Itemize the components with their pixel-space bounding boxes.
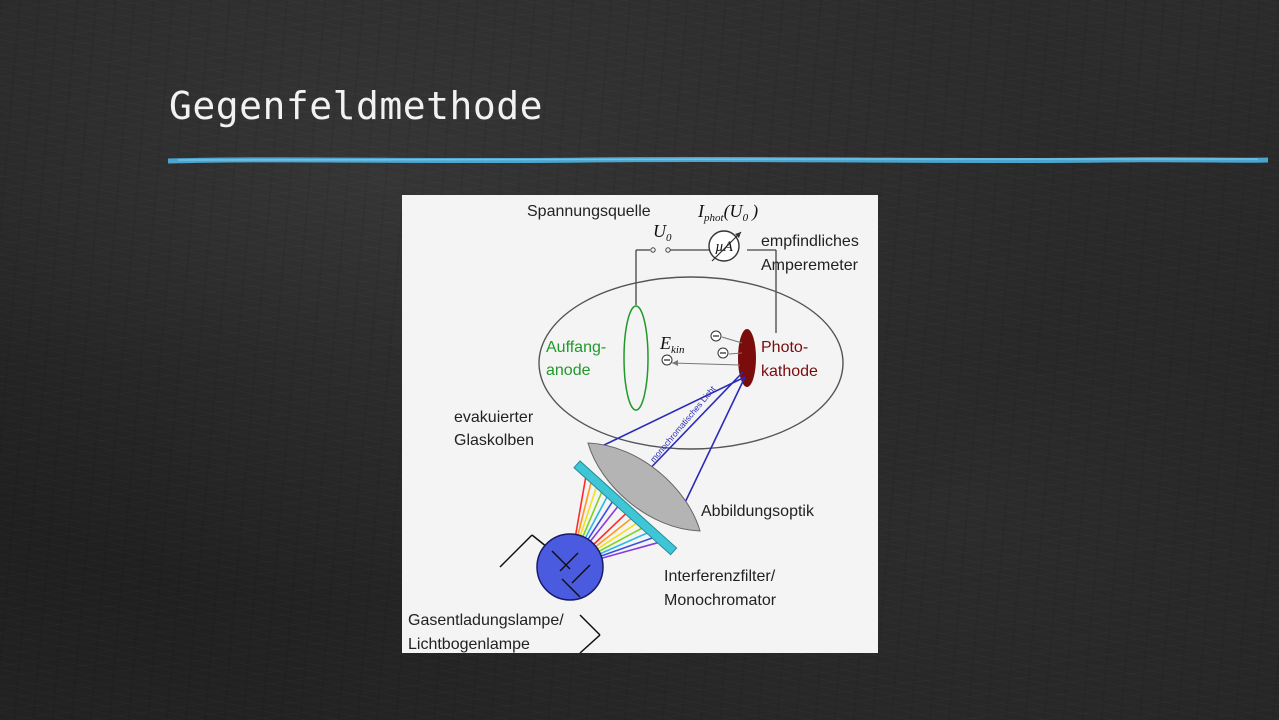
voltage-subscript: 0 — [666, 232, 672, 244]
electron-trail-2 — [728, 352, 743, 355]
electron-trail-3 — [671, 362, 741, 366]
electron-trail-1 — [721, 336, 743, 344]
current-symbol: I — [697, 201, 705, 221]
label-optics: Abbildungsoptik — [701, 503, 815, 520]
current-close: ) — [751, 201, 758, 222]
electrons — [661, 330, 743, 366]
label-lamp-line1: Gasentladungslampe/ — [408, 612, 564, 629]
lamp-electrode-4 — [571, 564, 591, 584]
label-bulb-line2: Glaskolben — [454, 432, 534, 449]
ammeter-icon — [708, 230, 740, 262]
ammeter-needle — [711, 231, 742, 262]
label-ammeter-line2: Amperemeter — [761, 257, 859, 274]
imaging-lens — [587, 442, 701, 532]
label-bulb-line1: evakuierter — [454, 409, 534, 426]
label-photocurrent: Iphot(U0) — [697, 201, 758, 224]
label-voltage-symbol: U0 — [653, 221, 672, 244]
monochromatic-beam — [599, 371, 746, 514]
label-lamp-line2: Lichtbogenlampe — [408, 636, 530, 653]
collector-anode — [623, 305, 649, 411]
title-underline — [168, 156, 1268, 164]
label-anode-line1: Auffang- — [546, 339, 606, 356]
current-arg-subscript: 0 — [743, 212, 749, 224]
gas-discharge-lamp — [499, 533, 604, 653]
label-filter-line2: Monochromator — [664, 592, 777, 609]
lamp-electrode-2 — [561, 578, 581, 598]
current-arg: (U — [724, 201, 744, 222]
vacuum-bulb — [538, 276, 844, 450]
beam-center — [639, 371, 744, 480]
switch-terminal-left — [650, 247, 656, 253]
label-kinetic-energy: Ekin — [659, 333, 685, 356]
label-filter-line1: Interferenzfilter/ — [664, 568, 776, 585]
energy-symbol: E — [659, 333, 671, 353]
lamp-bulb-icon — [536, 533, 604, 601]
lamp-electrode-1 — [551, 550, 571, 570]
beam-edge-left — [599, 376, 746, 448]
lamp-lead-right-inner — [579, 614, 601, 636]
beam-edge-right — [679, 376, 746, 514]
label-voltage-source: Spannungsquelle — [527, 203, 651, 220]
slide-title: Gegenfeldmethode — [169, 84, 544, 128]
title-underline-highlight — [177, 157, 1259, 161]
voltage-symbol: U — [653, 221, 667, 241]
energy-subscript: kin — [671, 344, 685, 356]
switch-terminal-right — [665, 247, 671, 253]
electron-arrowhead — [672, 360, 678, 366]
lamp-lead-right — [579, 634, 601, 653]
label-anode-line2: anode — [546, 362, 591, 379]
diagram-svg: µA Spannungsquelle U0 Iphot(U0) empfindl… — [402, 195, 878, 653]
ammeter-arrowhead — [735, 232, 741, 238]
label-ammeter-line1: empfindliches — [761, 233, 859, 250]
label-cathode-line1: Photo- — [761, 339, 808, 356]
photoeffect-diagram: µA Spannungsquelle U0 Iphot(U0) empfindl… — [402, 195, 878, 653]
lamp-lead-left — [499, 534, 533, 568]
interference-filter — [573, 460, 678, 556]
ammeter-symbol: µA — [715, 239, 734, 255]
label-cathode-line2: kathode — [761, 363, 818, 380]
lamp-electrode-3 — [559, 552, 579, 572]
current-subscript: phot — [703, 212, 725, 224]
